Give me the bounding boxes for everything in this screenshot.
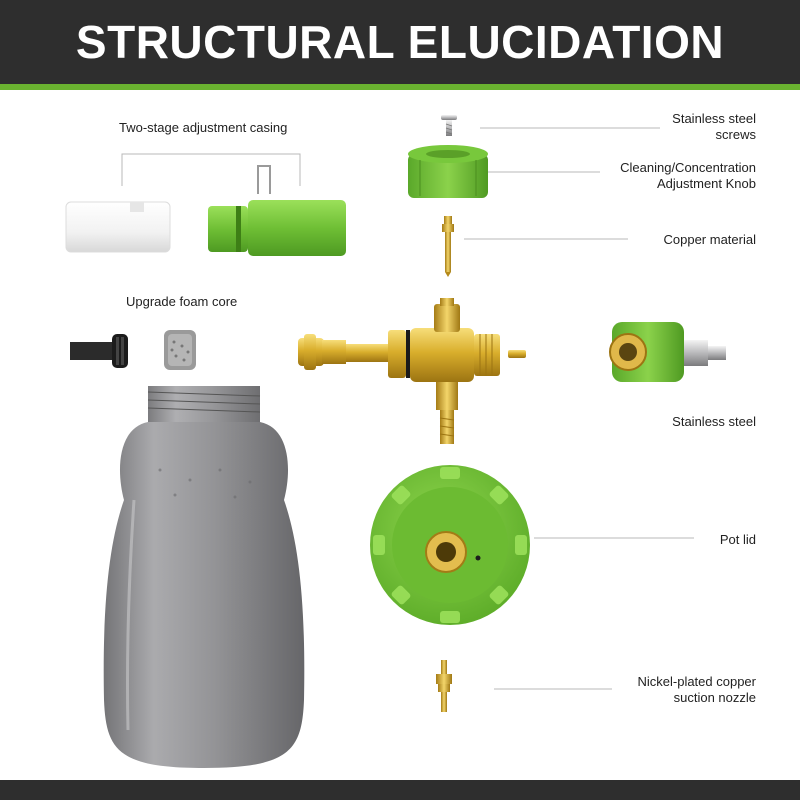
bottle-icon bbox=[103, 386, 305, 768]
foam-core-icon bbox=[164, 330, 196, 370]
clip-icon bbox=[257, 165, 271, 194]
casing-green-icon bbox=[208, 200, 346, 256]
label-knob-line1: Cleaning/Concentration bbox=[620, 160, 756, 175]
label-foam-core: Upgrade foam core bbox=[126, 294, 238, 309]
label-stainless: Stainless steel bbox=[672, 414, 756, 429]
suction-nozzle-icon bbox=[436, 660, 452, 712]
label-knob-line2: Adjustment Knob bbox=[656, 176, 756, 191]
header-accent-stripe bbox=[0, 84, 800, 90]
footer-bar bbox=[0, 780, 800, 800]
label-screws-line2: screws bbox=[715, 127, 756, 142]
page-title: STRUCTURAL ELUCIDATION bbox=[75, 16, 725, 68]
copper-pin-icon bbox=[442, 216, 454, 277]
pot-lid-icon bbox=[370, 465, 530, 625]
quick-connector-icon bbox=[609, 322, 726, 382]
label-pot-lid: Pot lid bbox=[719, 532, 756, 547]
casing-white-icon bbox=[65, 201, 171, 253]
label-nozzle-line1: Nickel-plated copper bbox=[637, 674, 756, 689]
label-copper: Copper material bbox=[663, 232, 757, 247]
label-nozzle-line2: suction nozzle bbox=[673, 690, 756, 705]
label-casing: Two-stage adjustment casing bbox=[119, 120, 288, 135]
brass-body-icon bbox=[298, 298, 526, 444]
foam-plug-icon bbox=[70, 334, 128, 368]
header-bar bbox=[0, 0, 800, 84]
label-screws-line1: Stainless steel bbox=[672, 111, 756, 126]
screw-icon bbox=[441, 115, 457, 136]
knob-icon bbox=[408, 145, 488, 198]
leader-lines bbox=[121, 127, 694, 690]
